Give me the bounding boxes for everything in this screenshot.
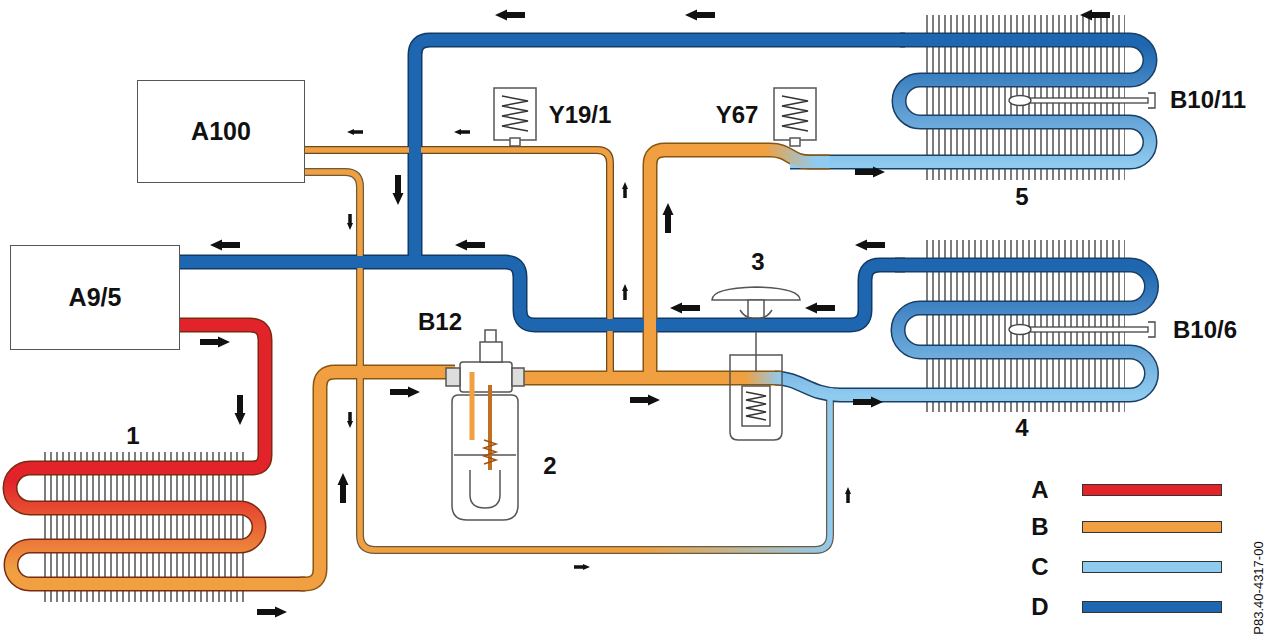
flow-arrow <box>390 387 420 398</box>
part-label: Y19/1 <box>549 103 612 127</box>
pipe-fitting <box>512 368 524 386</box>
pipe <box>650 150 830 378</box>
legend-key: D <box>1031 595 1048 619</box>
legend-key: C <box>1031 555 1048 579</box>
flow-arrow <box>200 337 230 348</box>
temperature-sensor <box>1009 93 1155 337</box>
pipe <box>10 325 305 584</box>
flow-arrow <box>670 303 700 314</box>
flow-arrow <box>210 240 240 251</box>
legend-swatch <box>1082 601 1222 613</box>
compressor-box: A9/5 <box>10 245 180 350</box>
sensor-bulb <box>1009 96 1031 106</box>
flow-arrow <box>338 473 349 503</box>
solenoid-stem <box>510 138 520 146</box>
flow-arrow <box>347 129 363 135</box>
flow-arrow <box>235 395 246 425</box>
pipe <box>790 40 1150 162</box>
flow-arrow <box>393 175 404 205</box>
filter-spring <box>484 440 496 464</box>
receiver-head <box>460 362 512 392</box>
node-label: A9/5 <box>69 283 122 312</box>
part-label: B10/11 <box>1170 88 1246 112</box>
flow-arrow <box>685 10 715 21</box>
control-unit-box: A100 <box>137 80 305 183</box>
valve-diaphragm <box>740 310 772 318</box>
flow-arrow <box>454 129 470 135</box>
node-label: A100 <box>191 117 251 146</box>
receiver-body <box>452 395 518 520</box>
flow-arrow <box>855 167 885 178</box>
sensor-mount <box>1148 93 1155 108</box>
flow-arrow <box>257 607 287 618</box>
callout-number: 3 <box>751 250 764 274</box>
valve-body <box>730 355 782 440</box>
flow-arrows <box>200 10 1110 618</box>
pipe <box>305 172 830 550</box>
sensor-mount <box>1148 322 1155 337</box>
drawing-number: P83.40-4317-00 <box>1252 541 1265 634</box>
pipe <box>305 172 830 550</box>
flow-arrow <box>622 284 628 300</box>
callout-number: 2 <box>543 454 556 478</box>
sensor-bulb <box>1009 325 1031 335</box>
legend-swatch <box>1082 484 1222 496</box>
part-label: B12 <box>418 310 462 334</box>
valve-pin <box>755 332 757 372</box>
solenoid-stem <box>790 138 800 146</box>
callout-number: 1 <box>126 424 139 448</box>
pipe <box>775 265 1152 395</box>
solenoid-housing <box>494 88 536 140</box>
flow-arrow <box>347 214 353 230</box>
flow-arrow <box>630 395 660 406</box>
receiver-drier <box>446 330 524 520</box>
filter-cartridge <box>470 470 500 508</box>
sensor-rod <box>1030 98 1148 103</box>
legend-key: A <box>1031 478 1048 502</box>
dip-tube <box>470 372 475 440</box>
flow-arrow <box>455 240 485 251</box>
legend-key: B <box>1031 515 1048 539</box>
legend-swatch <box>1082 521 1222 533</box>
pipe <box>300 372 455 584</box>
callout-number: 4 <box>1015 416 1028 440</box>
pipe <box>180 262 905 325</box>
pipe-fitting <box>446 368 460 386</box>
flow-arrow <box>855 240 885 251</box>
flow-arrow <box>845 487 851 503</box>
sensor-connector <box>485 330 496 342</box>
valve-spring <box>746 392 766 420</box>
sensor-rod <box>1030 327 1148 332</box>
pipes <box>10 40 1152 584</box>
flow-arrow <box>1080 10 1110 21</box>
solenoid-housing <box>774 88 816 140</box>
valve-stem <box>748 300 764 318</box>
pipe-outlines <box>10 40 1152 584</box>
pipe <box>180 262 905 325</box>
solenoid-spring <box>782 96 808 131</box>
part-label: Y67 <box>716 103 759 127</box>
flow-arrow <box>853 397 883 408</box>
solenoid-spring <box>502 96 528 131</box>
pipe <box>790 40 1150 162</box>
flow-arrow <box>805 303 835 314</box>
expansion-valve <box>712 287 800 440</box>
flow-arrow <box>574 564 590 570</box>
pipe <box>650 150 830 378</box>
callout-number: 5 <box>1015 185 1028 209</box>
pressure-sensor <box>480 342 502 362</box>
flow-arrow <box>622 182 628 198</box>
valve-chamber <box>742 386 770 426</box>
flow-arrow <box>495 10 525 21</box>
valve-dome <box>712 287 800 300</box>
flow-arrow <box>663 203 674 233</box>
solenoid-valve <box>494 88 816 146</box>
legend-swatch <box>1082 561 1222 573</box>
pipe <box>10 325 305 584</box>
part-label: B10/6 <box>1173 318 1237 342</box>
flow-arrow <box>347 412 353 428</box>
